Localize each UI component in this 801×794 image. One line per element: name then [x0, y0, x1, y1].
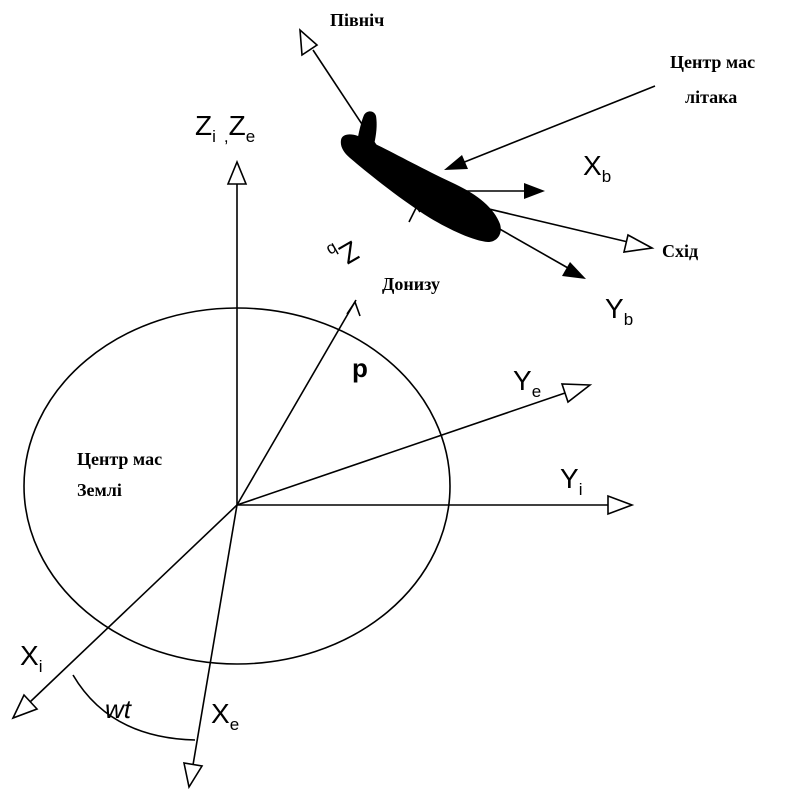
- aircraft-cm-leader-arrowhead: [444, 155, 468, 170]
- aircraft-cm-leader-line: [461, 85, 656, 164]
- yi-arrowhead: [607, 494, 635, 516]
- label-aircraft-cm-line2: літака: [685, 87, 737, 107]
- axis-label-xe: Xe: [211, 698, 239, 734]
- xe-axis: [192, 504, 238, 766]
- aircraft-silhouette: [340, 111, 501, 242]
- down-arrow-tick: [346, 300, 361, 317]
- axis-label-xb: Xb: [583, 150, 611, 186]
- label-east: Схід: [662, 241, 698, 261]
- xb-arrowhead: [524, 183, 545, 199]
- label-down: Донизу: [382, 274, 440, 294]
- axis-label-zi-ze: Zi,Ze: [195, 110, 255, 146]
- east-arrowhead: [622, 233, 655, 253]
- down-radial-line: [236, 299, 357, 506]
- label-north: Північ: [330, 10, 384, 30]
- axis-label-yb: Yb: [605, 293, 633, 329]
- label-aircraft-cm-line1: Центр мас: [670, 52, 755, 72]
- yb-arrowhead: [562, 262, 586, 279]
- axis-label-xi: Xi: [20, 640, 42, 676]
- axis-label-zb: Zb: [323, 230, 364, 274]
- xe-arrowhead: [182, 762, 204, 790]
- axis-label-ye: Ye: [513, 365, 541, 401]
- label-earth-cm-line1: Центр мас: [77, 449, 162, 469]
- point-label-p: p: [352, 353, 368, 383]
- angle-label-wt: wt: [105, 694, 133, 724]
- zb-tick: [408, 207, 417, 223]
- ye-axis: [236, 392, 566, 506]
- zi-ze-arrowhead: [226, 159, 248, 185]
- xi-arrowhead: [11, 693, 39, 720]
- wt-angle-arc: [72, 674, 196, 741]
- north-arrowhead: [299, 28, 319, 57]
- label-earth-cm-line2: Землі: [77, 480, 122, 500]
- axis-label-yi: Yi: [560, 463, 582, 499]
- xi-axis: [29, 504, 238, 703]
- ye-arrowhead: [560, 383, 593, 404]
